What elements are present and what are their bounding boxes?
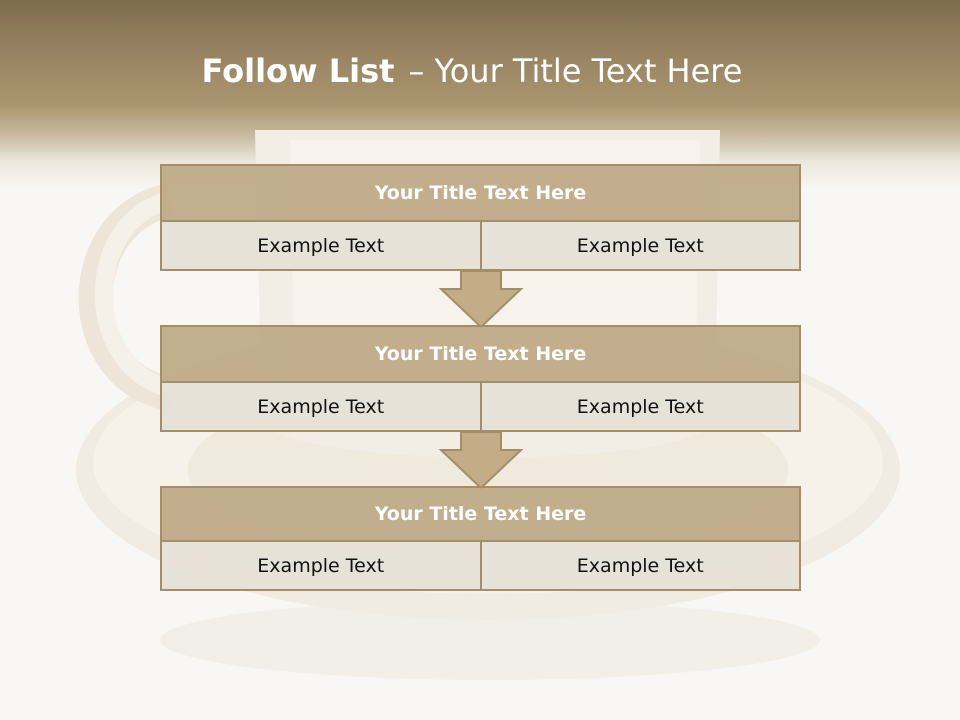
step-2-right-text: Example Text bbox=[479, 383, 800, 430]
step-row-3: Example Text Example Text bbox=[160, 542, 801, 591]
step-1-right-text: Example Text bbox=[479, 222, 800, 269]
slide-title: Follow List–Your Title Text Here bbox=[0, 52, 944, 90]
title-bold: Follow List bbox=[201, 52, 395, 90]
title-rest: Your Title Text Here bbox=[434, 52, 743, 90]
step-block-3: Your Title Text Here Example Text Exampl… bbox=[160, 486, 801, 591]
step-title-3: Your Title Text Here bbox=[160, 486, 801, 542]
step-block-2: Your Title Text Here Example Text Exampl… bbox=[160, 325, 801, 432]
step-title-1: Your Title Text Here bbox=[160, 164, 801, 222]
step-block-1: Your Title Text Here Example Text Exampl… bbox=[160, 164, 801, 271]
step-3-right-text: Example Text bbox=[479, 542, 800, 589]
step-1-left-text: Example Text bbox=[257, 234, 385, 257]
step-row-2: Example Text Example Text bbox=[160, 383, 801, 432]
down-arrow-icon bbox=[438, 271, 524, 329]
step-row-1: Example Text Example Text bbox=[160, 222, 801, 271]
step-3-left-text: Example Text bbox=[257, 554, 385, 577]
title-dash: – bbox=[408, 52, 425, 90]
step-2-left-text: Example Text bbox=[257, 395, 385, 418]
step-title-2: Your Title Text Here bbox=[160, 325, 801, 383]
down-arrow-icon bbox=[438, 432, 524, 490]
